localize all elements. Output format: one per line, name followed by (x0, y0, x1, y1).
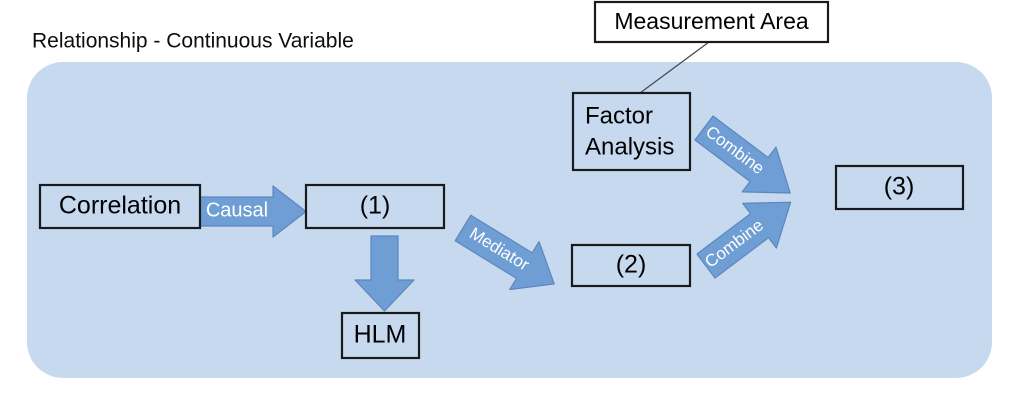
correlation-label: Correlation (59, 192, 181, 220)
mediator-arrow-shape (454, 214, 555, 291)
step-one-box[interactable] (304, 183, 446, 230)
factor-analysis-label-line1: Factor (585, 102, 653, 129)
combined-box[interactable] (834, 164, 965, 211)
combine-lower-arrow-shape (696, 201, 792, 279)
page-title: Relationship - Continuous Variable (32, 30, 354, 53)
correlation-box[interactable] (38, 183, 202, 230)
combined-label: (3) (884, 173, 915, 201)
factor-analysis-label-line2: Analysis (585, 133, 674, 160)
to-hlm-arrow-shape (354, 235, 415, 312)
mediator-target-label: (2) (616, 251, 647, 279)
measurement-area-box[interactable] (593, 0, 830, 44)
hlm-label: HLM (354, 321, 407, 349)
measurement-area-connector (639, 41, 710, 94)
combine-upper-arrow-shape (694, 115, 791, 194)
step-one-label: (1) (360, 192, 391, 220)
causal-arrow-label: Causal (206, 199, 268, 221)
to-hlm-arrow[interactable] (354, 235, 415, 312)
hlm-box[interactable] (340, 311, 421, 360)
relationship-panel (27, 62, 992, 378)
measurement-area-label: Measurement Area (614, 8, 809, 34)
mediator-target-box[interactable] (570, 243, 692, 288)
factor-analysis-box[interactable] (571, 91, 692, 172)
